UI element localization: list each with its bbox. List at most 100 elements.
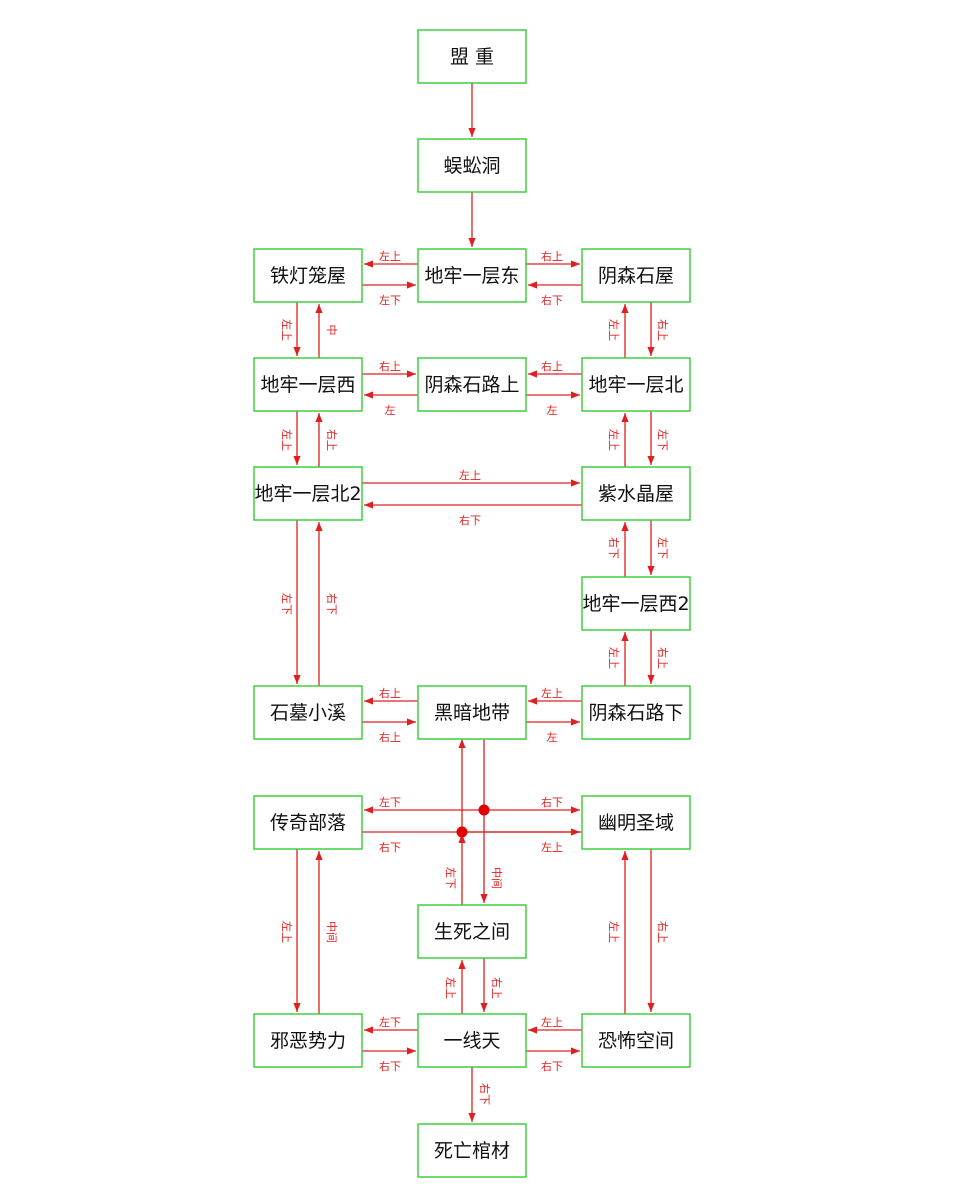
edge-zishuijing-to-xi2: 左下 bbox=[647, 520, 669, 575]
edge-label: 左上 bbox=[280, 921, 293, 943]
edge-label: 左下 bbox=[656, 429, 669, 451]
node-box bbox=[417, 29, 527, 84]
edge-label: 左下 bbox=[379, 294, 401, 307]
node-label: 幽明圣域 bbox=[598, 812, 674, 834]
node-dongdong: 地牢一层东 bbox=[417, 248, 527, 303]
node-yinsenwu: 阴森石屋 bbox=[581, 248, 691, 303]
edge-youming-to-heian: 左上 bbox=[458, 739, 582, 854]
node-box bbox=[253, 248, 363, 303]
edge-yixiantian-to-shengsi: 右上 bbox=[480, 958, 504, 1012]
edge-label: 右上 bbox=[656, 319, 670, 341]
node-mengzhong: 盟 重 bbox=[417, 29, 527, 84]
edge-dongdong-to-yinsenwu: 右上 bbox=[526, 249, 580, 268]
junction-dot bbox=[456, 826, 468, 838]
edge-shimu-to-bei2: 右下 bbox=[315, 522, 339, 686]
edge-label: 右上 bbox=[656, 647, 670, 669]
edge-label: 右下 bbox=[478, 1083, 492, 1105]
edge-label: 左上 bbox=[607, 319, 620, 341]
node-box bbox=[581, 795, 691, 850]
edge-kongbu-to-youming: 左上 bbox=[607, 851, 629, 1014]
node-xi2: 地牢一层西2 bbox=[581, 576, 691, 631]
node-label: 一线天 bbox=[443, 1030, 500, 1052]
edge-label: 左下 bbox=[656, 537, 669, 559]
edge-zishuijing-to-bei2: 右下 bbox=[364, 501, 582, 527]
edge-label: 右下 bbox=[459, 513, 481, 527]
edge-heian-to-shengsi: 中间 bbox=[480, 810, 503, 903]
edges-layer: 左上左下右上右下左上中右上左上右上左右上左左上右上左下左上左上右下左下右下左下右… bbox=[280, 83, 670, 1122]
edge-yinsenwu-to-dongdong: 右下 bbox=[528, 281, 582, 307]
edge-shengsi-to-yixiantian: 左上 bbox=[444, 960, 466, 1014]
edge-yixiantian-to-xiee: 左下 bbox=[364, 1016, 418, 1034]
edge-yixiantian-to-siwang: 右下 bbox=[468, 1067, 492, 1122]
node-box bbox=[253, 466, 363, 521]
node-box bbox=[417, 138, 527, 193]
edge-heian-to-luxia: 左上 bbox=[528, 687, 582, 705]
node-label: 紫水晶屋 bbox=[598, 483, 674, 505]
edge-bei2-to-shimu: 左下 bbox=[280, 520, 301, 684]
edge-label: 左上 bbox=[280, 429, 293, 451]
edge-tiedenglong-to-dongdong: 左下 bbox=[362, 281, 416, 307]
node-label: 阴森石屋 bbox=[598, 265, 674, 287]
junction-dot bbox=[478, 804, 490, 816]
edge-label: 右下 bbox=[379, 840, 401, 854]
node-zishuijing: 紫水晶屋 bbox=[581, 466, 691, 521]
node-box bbox=[581, 357, 691, 412]
node-lushang: 阴森石路上 bbox=[417, 357, 527, 412]
edge-bei2-to-zishuijing: 左上 bbox=[362, 469, 580, 487]
edge-heian-to-chuanqi: 左下 bbox=[364, 739, 485, 814]
edge-zishuijing-to-bei1: 左上 bbox=[607, 413, 629, 467]
edge-bei1-to-lushang: 右上 bbox=[528, 359, 582, 378]
edge-luxia-to-heian: 左 bbox=[526, 718, 580, 744]
edge-xiee-to-chuanqi: 中间 bbox=[315, 851, 338, 1014]
node-box bbox=[581, 466, 691, 521]
node-xiee: 邪恶势力 bbox=[253, 1013, 363, 1068]
edge-label: 左上 bbox=[541, 687, 563, 700]
node-label: 地牢一层西 bbox=[260, 374, 355, 396]
node-box bbox=[581, 1013, 691, 1068]
node-kongbu: 恐怖空间 bbox=[581, 1013, 691, 1068]
node-box bbox=[253, 685, 363, 740]
edge-label: 中 bbox=[325, 325, 338, 336]
edge-label: 右下 bbox=[607, 537, 621, 559]
node-box bbox=[417, 904, 527, 959]
node-label: 铁灯笼屋 bbox=[270, 265, 346, 287]
edge-label: 左上 bbox=[280, 319, 293, 341]
node-label: 阴森石路下 bbox=[588, 702, 683, 724]
node-box bbox=[253, 357, 363, 412]
edge-label: 左下 bbox=[379, 1016, 401, 1029]
edge-label: 右下 bbox=[541, 1059, 563, 1073]
edge-yinsenwu-to-bei1: 右上 bbox=[647, 302, 670, 356]
node-box bbox=[581, 685, 691, 740]
node-bei1: 地牢一层北 bbox=[581, 357, 691, 412]
edge-yixiantian-to-kongbu: 左上 bbox=[528, 1016, 582, 1034]
node-label: 黑暗地带 bbox=[434, 702, 510, 724]
edge-label: 右上 bbox=[541, 249, 563, 263]
edge-label: 左上 bbox=[379, 250, 401, 263]
node-wugongdong: 蜈蚣洞 bbox=[417, 138, 527, 193]
node-youming: 幽明圣域 bbox=[581, 795, 691, 850]
edge-label: 右上 bbox=[656, 921, 670, 943]
edge-bei1-to-yinsenwu: 左上 bbox=[607, 304, 629, 358]
edge-xi2-to-zishuijing: 右下 bbox=[607, 522, 629, 577]
node-box bbox=[253, 795, 363, 850]
node-label: 地牢一层北 bbox=[588, 374, 683, 396]
edge-label: 左上 bbox=[607, 429, 620, 451]
node-box bbox=[417, 357, 527, 412]
edge-label: 右下 bbox=[379, 1059, 401, 1073]
edge-label: 右上 bbox=[379, 359, 401, 373]
edge-dongdong-to-tiedenglong: 左上 bbox=[364, 250, 418, 268]
edge-label: 左 bbox=[547, 404, 558, 417]
node-label: 地牢一层北2 bbox=[254, 483, 361, 505]
node-label: 地牢一层东 bbox=[424, 265, 519, 287]
node-chuanqi: 传奇部落 bbox=[253, 795, 363, 850]
node-siwang: 死亡棺材 bbox=[417, 1123, 527, 1178]
edge-heian-to-youming: 右下 bbox=[484, 795, 580, 814]
node-luxia: 阴森石路下 bbox=[581, 685, 691, 740]
edge-label: 右下 bbox=[325, 593, 339, 615]
edge-label: 左上 bbox=[541, 1016, 563, 1029]
edge-xi1-to-bei2: 左上 bbox=[280, 411, 301, 465]
edge-label: 左上 bbox=[444, 977, 457, 999]
node-bei2: 地牢一层北2 bbox=[253, 466, 363, 521]
node-tiedenglong: 铁灯笼屋 bbox=[253, 248, 363, 303]
node-label: 传奇部落 bbox=[270, 812, 346, 834]
